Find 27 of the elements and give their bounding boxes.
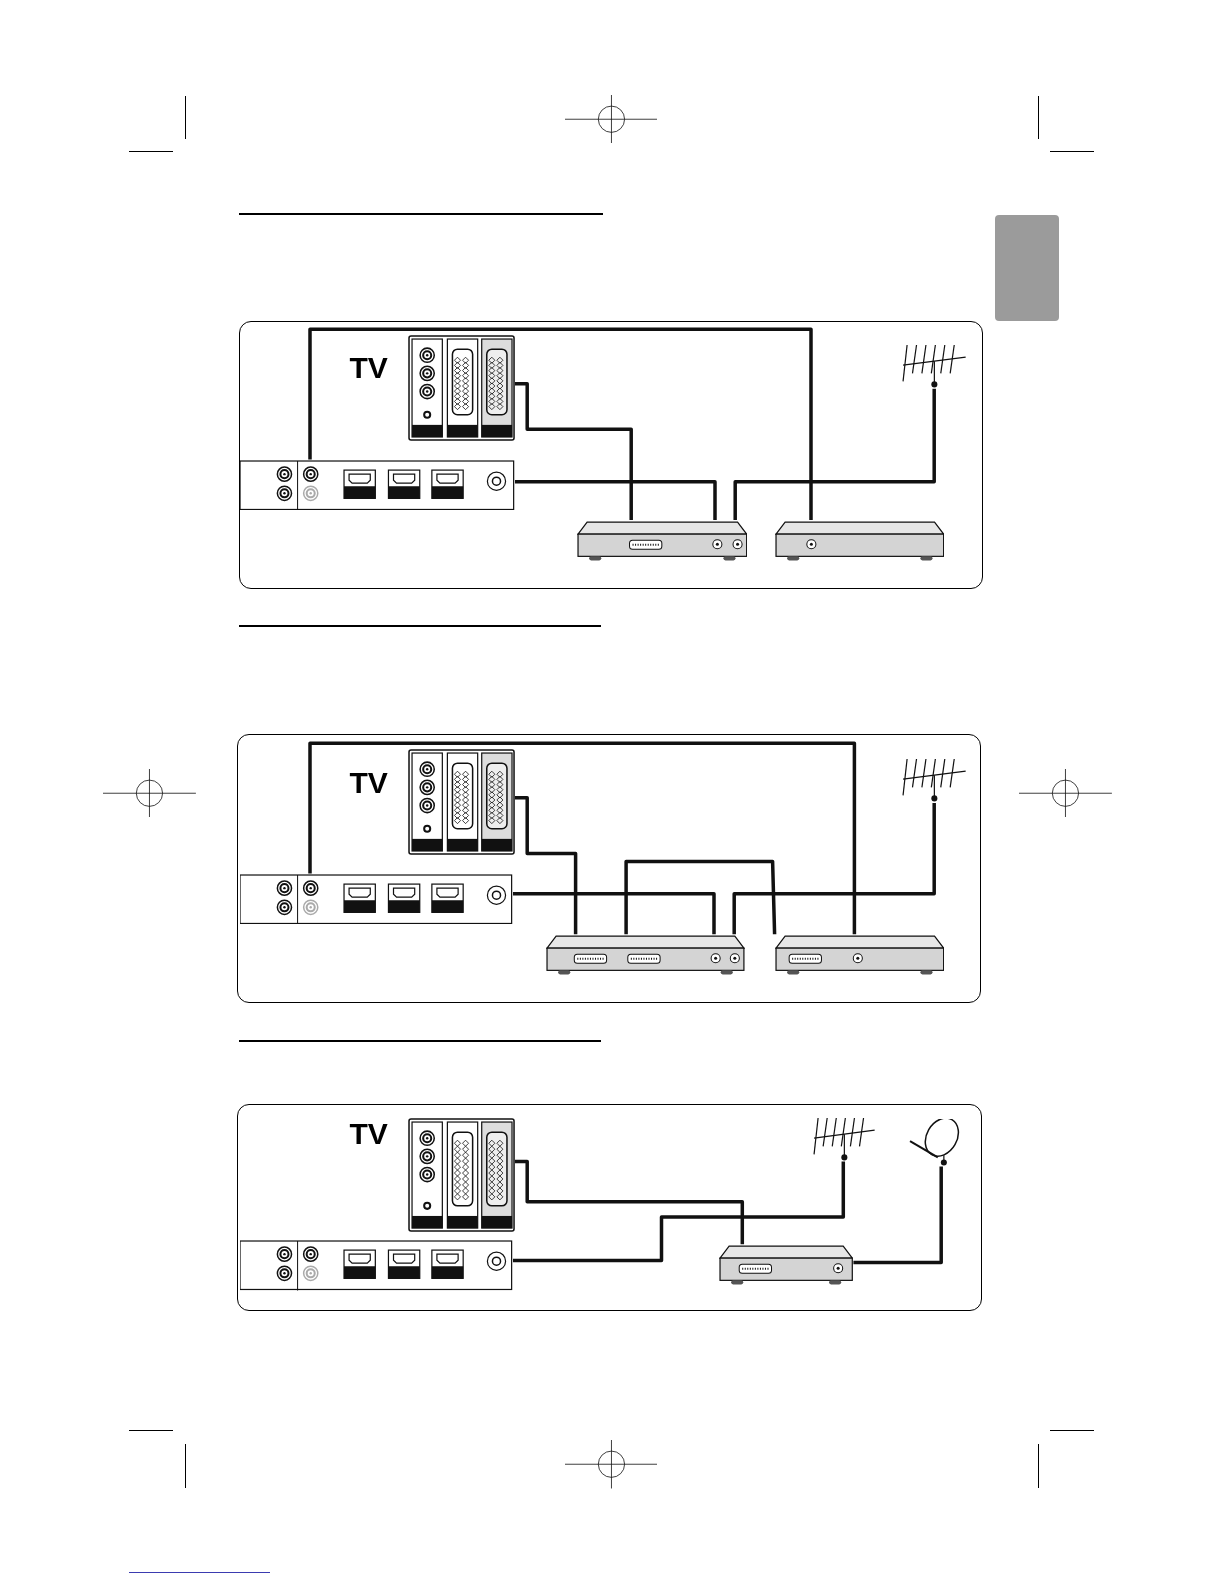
cable [515,796,578,935]
cable [308,327,813,521]
cable [624,859,777,935]
receiver-box [576,520,748,563]
scart-connector-panel [408,1117,516,1233]
cable [515,382,633,521]
scart-connector-panel [408,749,516,856]
cable [513,1161,846,1263]
input-connector-panel [240,873,513,925]
scart-connector-panel [408,335,516,442]
receiver-box [719,1244,854,1287]
input-connector-panel [240,1240,513,1291]
cable [853,1166,943,1265]
tv-label: TV [349,767,388,798]
input-connector-panel [240,459,516,510]
receiver-box [546,934,746,977]
section-tab [994,215,1060,322]
tv-label: TV [349,353,388,384]
receiver-box [774,934,945,977]
cable [732,802,936,935]
cable [515,1159,745,1245]
cable [515,479,717,521]
tv-label: TV [349,1118,388,1149]
receiver-box [774,520,945,563]
cable [308,741,857,935]
cable [513,892,716,935]
cable [733,388,936,521]
